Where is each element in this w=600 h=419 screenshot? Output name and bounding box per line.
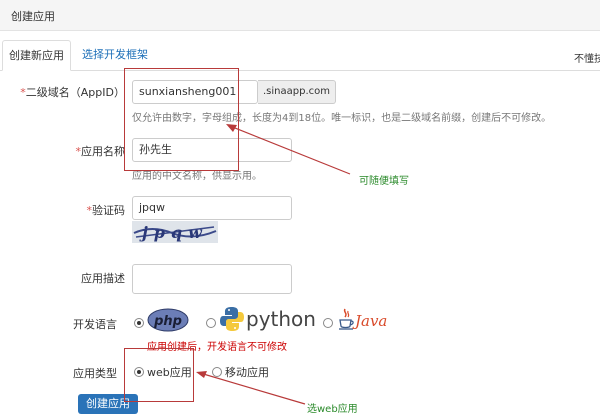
php-logo[interactable]: php: [147, 307, 189, 333]
tab-bar: 创建新应用 选择开发框架: [0, 40, 600, 71]
page-title: 创建应用: [11, 10, 55, 23]
language-radio-java[interactable]: [323, 318, 333, 328]
clipped-help-text: 不懂技: [574, 54, 600, 65]
captcha-input[interactable]: jpqw: [132, 196, 292, 220]
language-help-text: 应用创建后，开发语言不可修改: [147, 342, 287, 353]
description-input[interactable]: [132, 264, 292, 294]
domain-help-text: 仅允许由数字，字母组成，长度为4到18位。唯一标识，也是二级域名前缀，创建后不可…: [132, 113, 552, 124]
app-type-web-label[interactable]: web应用: [147, 366, 192, 379]
app-type-label: 应用类型: [73, 367, 117, 380]
domain-input[interactable]: sunxiansheng001: [132, 80, 258, 104]
domain-label: *二级域名（AppID）: [20, 86, 125, 99]
app-type-mobile-label[interactable]: 移动应用: [225, 366, 269, 379]
app-type-radio-mobile[interactable]: [212, 367, 222, 377]
create-app-button[interactable]: 创建应用: [78, 394, 138, 414]
annotation-note-web: 选web应用: [307, 404, 358, 415]
java-cup-graphic: [339, 308, 354, 330]
tab-choose-framework[interactable]: 选择开发框架: [82, 48, 148, 61]
app-name-input[interactable]: 孙先生: [132, 138, 292, 162]
java-label[interactable]: Java: [355, 312, 388, 330]
python-icon: [220, 306, 244, 332]
python-icon-graphic: [220, 307, 244, 331]
java-cup-icon: [338, 308, 354, 332]
captcha-image-text: jpqw: [139, 223, 208, 242]
panel-header: 创建应用: [0, 0, 600, 31]
language-label: 开发语言: [73, 318, 117, 331]
captcha-label: *验证码: [86, 204, 126, 217]
language-radio-php[interactable]: [134, 318, 144, 328]
tab-create-new-app[interactable]: 创建新应用: [2, 40, 71, 71]
app-type-radio-web[interactable]: [134, 367, 144, 377]
annotation-box-app-type: [124, 348, 194, 402]
app-name-label: *应用名称: [75, 145, 126, 158]
captcha-image[interactable]: jpqw: [132, 221, 218, 243]
language-radio-python[interactable]: [206, 318, 216, 328]
captcha-image-graphic: jpqw: [133, 223, 217, 242]
annotation-note-editable: 可随便填写: [359, 176, 409, 187]
annotation-box-name-fields: [124, 68, 239, 171]
python-label[interactable]: python: [246, 307, 316, 331]
description-label: 应用描述: [81, 272, 125, 285]
php-logo-text: php: [153, 314, 182, 329]
domain-suffix: .sinaapp.com: [258, 80, 336, 104]
app-name-help-text: 应用的中文名称，供显示用。: [132, 171, 262, 182]
php-logo-graphic: php: [147, 308, 189, 332]
